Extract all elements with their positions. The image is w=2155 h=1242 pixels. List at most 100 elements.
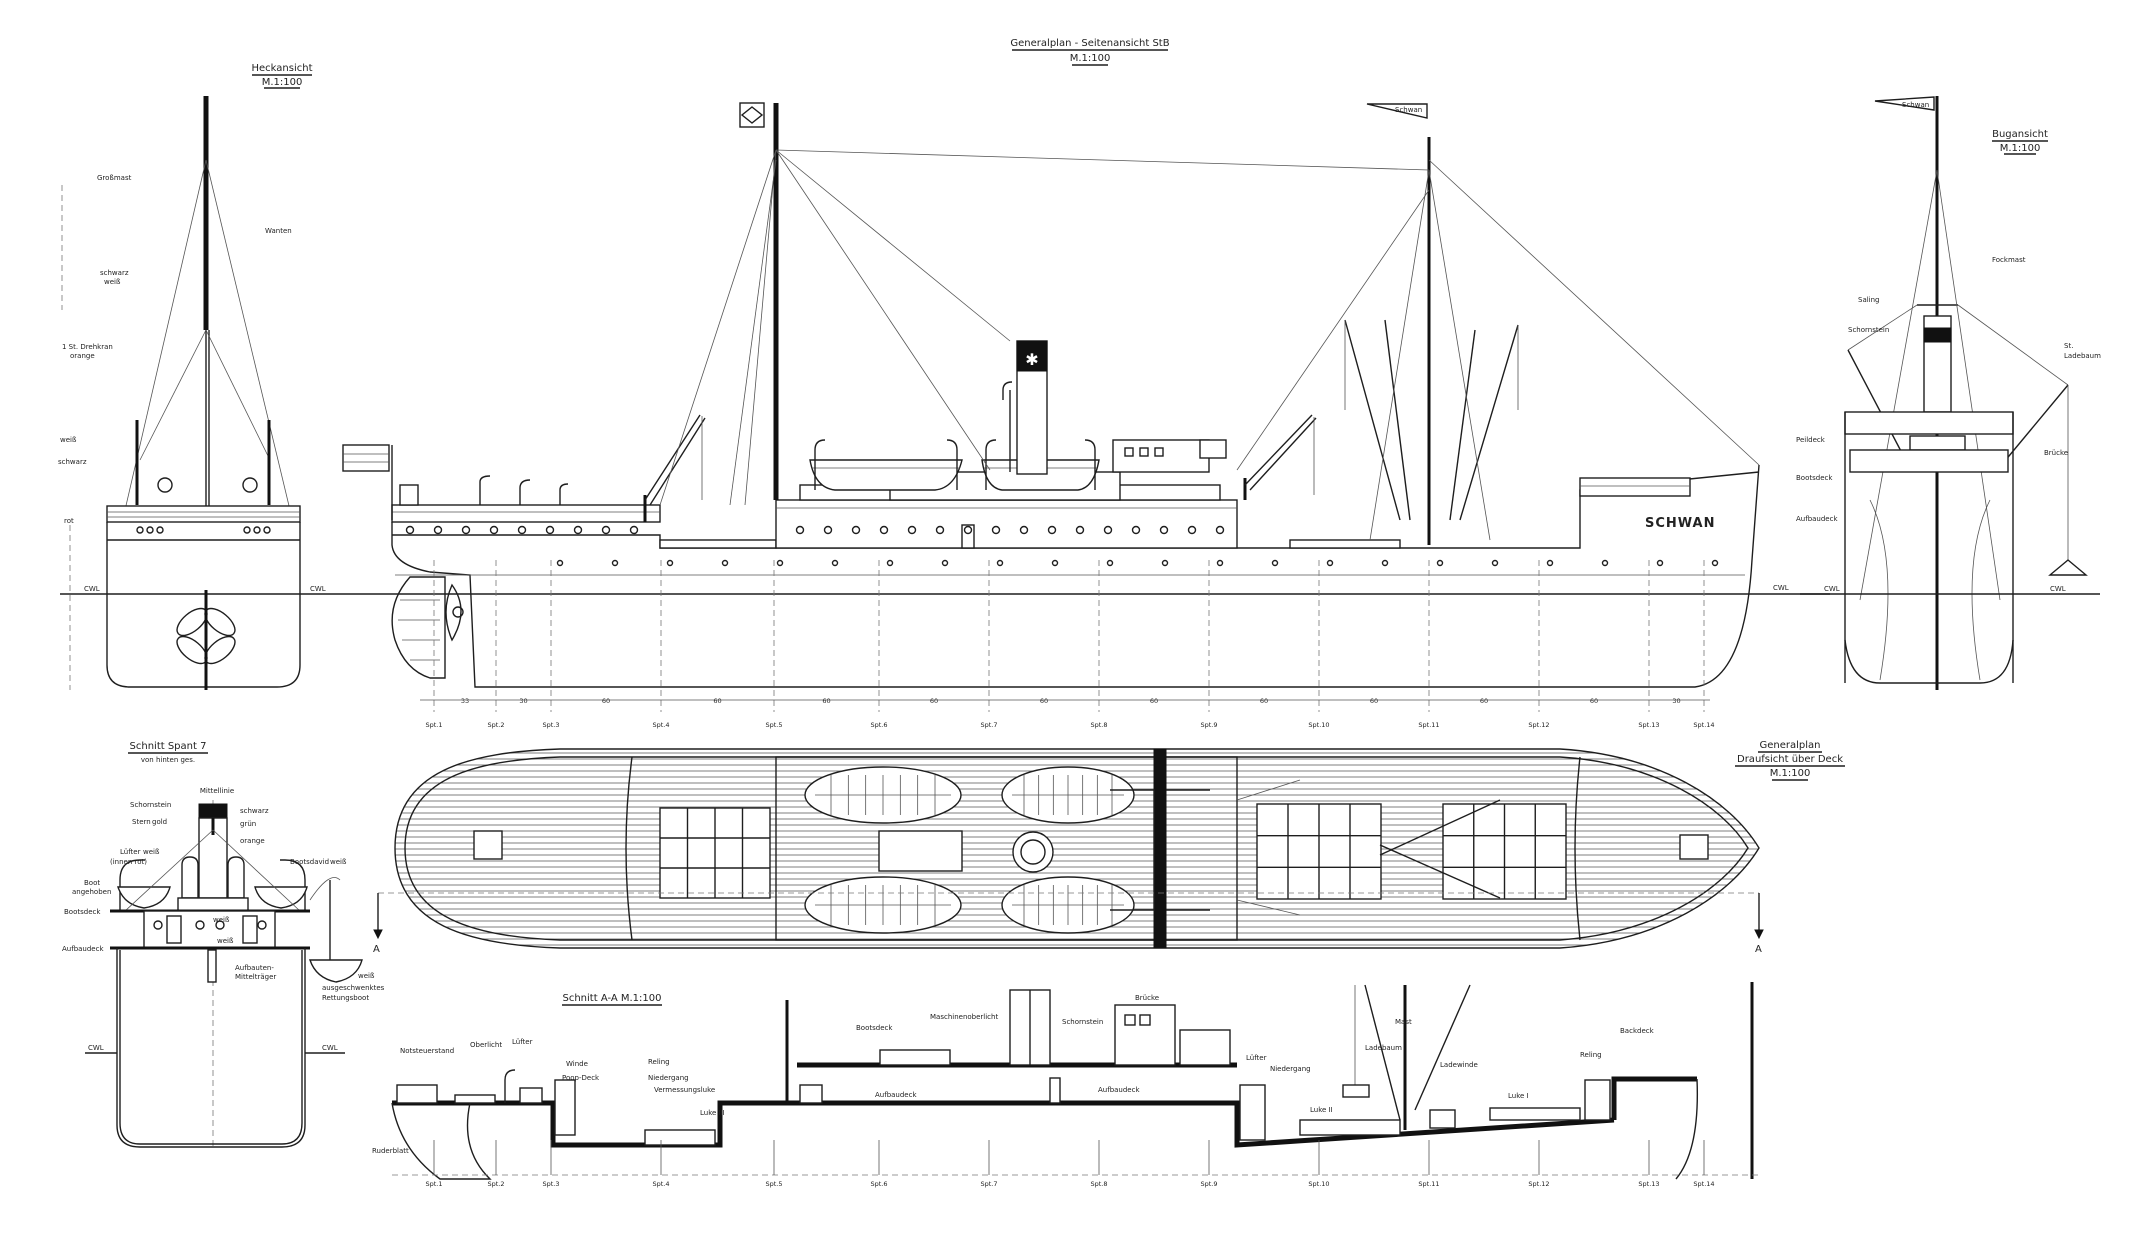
label-crosstree: Saling [1858, 296, 1880, 304]
poop-bulwark [391, 504, 661, 523]
pennant [1366, 103, 1428, 119]
center-girder [207, 949, 217, 983]
label-centerline: Mittellinie [200, 787, 234, 795]
label-boom-2: Ladebaum [2064, 352, 2101, 360]
label-cwl-right: CWL [310, 585, 326, 593]
label-compass-deck: Peildeck [1796, 436, 1826, 444]
porthole [461, 525, 471, 535]
section-deck-profile [392, 1100, 1615, 1148]
label-boat-deck: Bootsdeck [856, 1024, 893, 1032]
label-cargo-winch: Ladewinde [1440, 1061, 1478, 1069]
plan-view: A A Generalplan Draufsicht über Deck M.1… [373, 740, 1845, 955]
label-vent-fwd: Lüfter [1246, 1054, 1267, 1062]
porthole [1187, 525, 1197, 535]
funnel-star-icon: ✱ [1025, 350, 1038, 369]
dimension-value: 30 [519, 697, 527, 705]
label-girder-1: Aufbauten- [235, 964, 274, 972]
side-view: Generalplan - Seitenansicht StB M.1:100 … [330, 38, 1830, 729]
label-cwl-right: CWL [322, 1044, 338, 1052]
bridge-front [1153, 748, 1167, 949]
frame-section-subtitle: von hinten ges. [141, 756, 195, 764]
porthole [1051, 559, 1059, 567]
emergency-steering-stand [396, 1084, 438, 1104]
frame-label: Spt.5 [765, 1180, 782, 1188]
frame-label: Spt.3 [542, 721, 559, 729]
porthole [1103, 525, 1113, 535]
label-orange: orange [70, 352, 95, 360]
label-hull-white: weiß [60, 436, 77, 444]
vent [227, 856, 245, 899]
porthole [831, 559, 839, 567]
label-mainmast: Großmast [97, 174, 132, 182]
derrick [1414, 984, 1471, 1111]
label-white: weiß [104, 278, 121, 286]
porthole [629, 525, 639, 535]
frame-section-title: Schnitt Spant 7 [130, 741, 207, 752]
porthole [823, 525, 833, 535]
pennant-text: Schwan [1395, 106, 1422, 114]
label-hull-black: schwarz [58, 458, 87, 466]
label-engine-skylight: Maschinenoberlicht [930, 1013, 998, 1021]
porthole [991, 525, 1001, 535]
label-black: schwarz [100, 269, 129, 277]
dimension-value: 60 [1480, 697, 1488, 705]
pennant-text: Schwan [1902, 101, 1929, 109]
bridge-front [1844, 411, 2014, 435]
label-boat-raised-2: angehoben [72, 888, 111, 896]
label-superstructure-deck: Aufbaudeck [62, 945, 104, 953]
dimension-value: 60 [822, 697, 830, 705]
frame-lines: Spt.133Spt.230Spt.360Spt.460Spt.560Spt.6… [425, 560, 1715, 729]
superstructure-outline [775, 756, 1238, 941]
frame-section-7: Schnitt Spant 7 von hinten ges. Mittelli… [62, 741, 385, 1150]
dimension-value: 60 [1590, 697, 1598, 705]
label-vent-inside: (innen rot) [110, 858, 147, 866]
frame-label: Spt.10 [1308, 721, 1329, 729]
frame-label: Spt.8 [1090, 1180, 1107, 1188]
cargo-sling [2048, 559, 2088, 576]
frame-label: Spt.3 [542, 1180, 559, 1188]
porthole [851, 525, 861, 535]
dimension-value: 60 [1150, 697, 1158, 705]
label-foremast: Fockmast [1992, 256, 2026, 264]
frame-label: Spt.2 [487, 721, 504, 729]
porthole [886, 559, 894, 567]
windlass [1679, 834, 1709, 860]
label-poop-deck: Poop-Deck [562, 1074, 600, 1082]
porthole [489, 525, 499, 535]
porthole [1159, 525, 1169, 535]
label-railing-fwd: Reling [1580, 1051, 1602, 1059]
label-house-white-1: weiß [213, 916, 230, 924]
porthole [1131, 525, 1141, 535]
porthole [666, 559, 674, 567]
plan-hull-outline [394, 748, 1760, 949]
hatch-3 [644, 1129, 716, 1146]
forecastle-break [1574, 756, 1581, 941]
label-derrick: Ladebaum [1365, 1044, 1402, 1052]
porthole [1381, 559, 1389, 567]
label-lifeboat-2: Rettungsboot [322, 994, 369, 1002]
skylight [454, 1094, 496, 1104]
label-shrouds: Wanten [265, 227, 292, 235]
stern-view-title: Heckansicht [252, 63, 313, 74]
ensign-flag [342, 444, 390, 472]
porthole [1106, 559, 1114, 567]
bow-view-title: Bugansicht [1992, 129, 2048, 140]
dimension-value: 60 [1260, 697, 1268, 705]
stern-view-scale: M.1:100 [262, 77, 303, 88]
porthole [1326, 559, 1334, 567]
label-funnel: Schornstein [1062, 1018, 1103, 1026]
plan-title-2: Draufsicht über Deck [1737, 754, 1843, 765]
label-companionway-fwd: Niedergang [1270, 1065, 1311, 1073]
label-cwl-left: CWL [88, 1044, 104, 1052]
label-cwl-left: CWL [1824, 585, 1840, 593]
frame-hull [116, 948, 306, 1148]
vent [519, 479, 531, 505]
label-house-white-2: weiß [217, 937, 234, 945]
label-superstructure-deck: Aufbaudeck [1796, 515, 1838, 523]
bulwark-line [404, 756, 1749, 941]
stern-view: Heckansicht M.1:100 Großmast Wanten schw… [58, 63, 330, 690]
davit [1084, 439, 1096, 490]
label-boom-1: St. [2064, 342, 2073, 350]
porthole [1546, 559, 1554, 567]
poop-break [625, 756, 633, 941]
